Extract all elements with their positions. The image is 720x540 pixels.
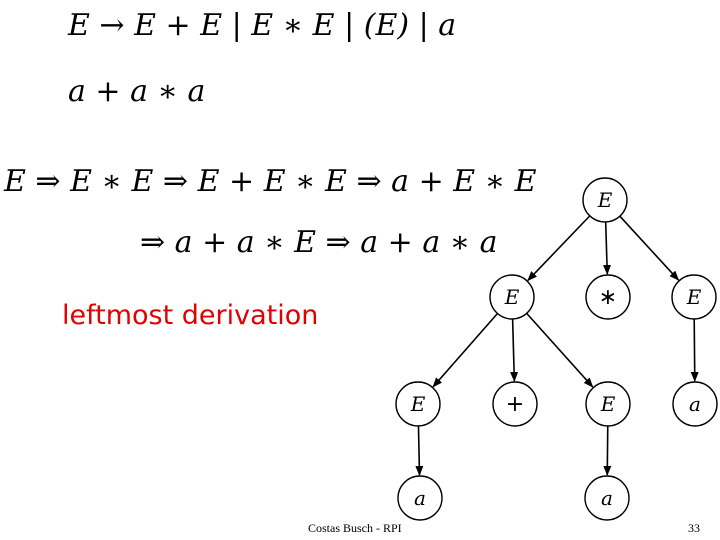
grammar-rule: E → E + E | E ∗ E | (E) | a xyxy=(68,8,457,43)
page-number: 33 xyxy=(688,521,700,535)
tree-node-circle xyxy=(584,475,630,521)
tree-node-l2-left: E xyxy=(395,381,441,427)
tree-edge-l1_left-l2_left xyxy=(432,312,499,388)
tree-node-l2-op: + xyxy=(492,381,538,427)
tree-node-label: a xyxy=(601,486,613,510)
tree-node-label: a xyxy=(689,392,701,416)
tree-node-circle xyxy=(395,381,441,427)
input-string: a + a ∗ a xyxy=(68,74,206,109)
tree-node-label: E xyxy=(686,285,702,309)
footer-author: Costas Busch - RPI xyxy=(308,521,402,535)
tree-edge-l2_right-l3_a2 xyxy=(603,425,612,477)
tree-node-label: ∗ xyxy=(599,285,617,310)
tree-node-circle xyxy=(585,274,631,320)
tree-edge-l1_left-l2_right xyxy=(526,312,594,388)
tree-edge-root-l1_op xyxy=(603,221,612,276)
tree-node-l1-left: E xyxy=(489,274,535,320)
tree-node-circle xyxy=(582,177,628,223)
tree-node-label: E xyxy=(600,392,616,416)
tree-node-circle xyxy=(671,274,717,320)
tree-node-root: E xyxy=(582,177,628,223)
tree-edge-l1_left-l2_op xyxy=(510,318,519,383)
tree-node-l3-a2: a xyxy=(584,475,630,521)
tree-node-circle xyxy=(672,381,718,427)
tree-node-label: E xyxy=(504,285,520,309)
tree-edge-l1_right-l2_a xyxy=(690,318,699,383)
tree-node-label: E xyxy=(410,392,426,416)
tree-node-l1-right: E xyxy=(671,274,717,320)
leftmost-derivation-caption: leftmost derivation xyxy=(62,300,319,331)
tree-edge-root-l1_left xyxy=(527,215,591,282)
tree-edge-root-l1_right xyxy=(619,215,680,281)
tree-node-l2-a: a xyxy=(672,381,718,427)
tree-node-label: + xyxy=(506,392,524,417)
tree-node-circle xyxy=(397,475,443,521)
tree-node-circle xyxy=(585,381,631,427)
tree-node-l3-a1: a xyxy=(397,475,443,521)
tree-node-l2-right: E xyxy=(585,381,631,427)
tree-node-circle xyxy=(489,274,535,320)
tree-node-label: a xyxy=(414,486,426,510)
derivation-line-2: ⇒ a + a ∗ E ⇒ a + a ∗ a xyxy=(140,225,498,260)
tree-node-l1-op: ∗ xyxy=(585,274,631,320)
tree-node-circle xyxy=(492,381,538,427)
derivation-line-1: E ⇒ E ∗ E ⇒ E + E ∗ E ⇒ a + E ∗ E xyxy=(4,164,537,199)
tree-node-label: E xyxy=(597,188,613,212)
tree-edge-l2_left-l3_a1 xyxy=(415,425,424,477)
